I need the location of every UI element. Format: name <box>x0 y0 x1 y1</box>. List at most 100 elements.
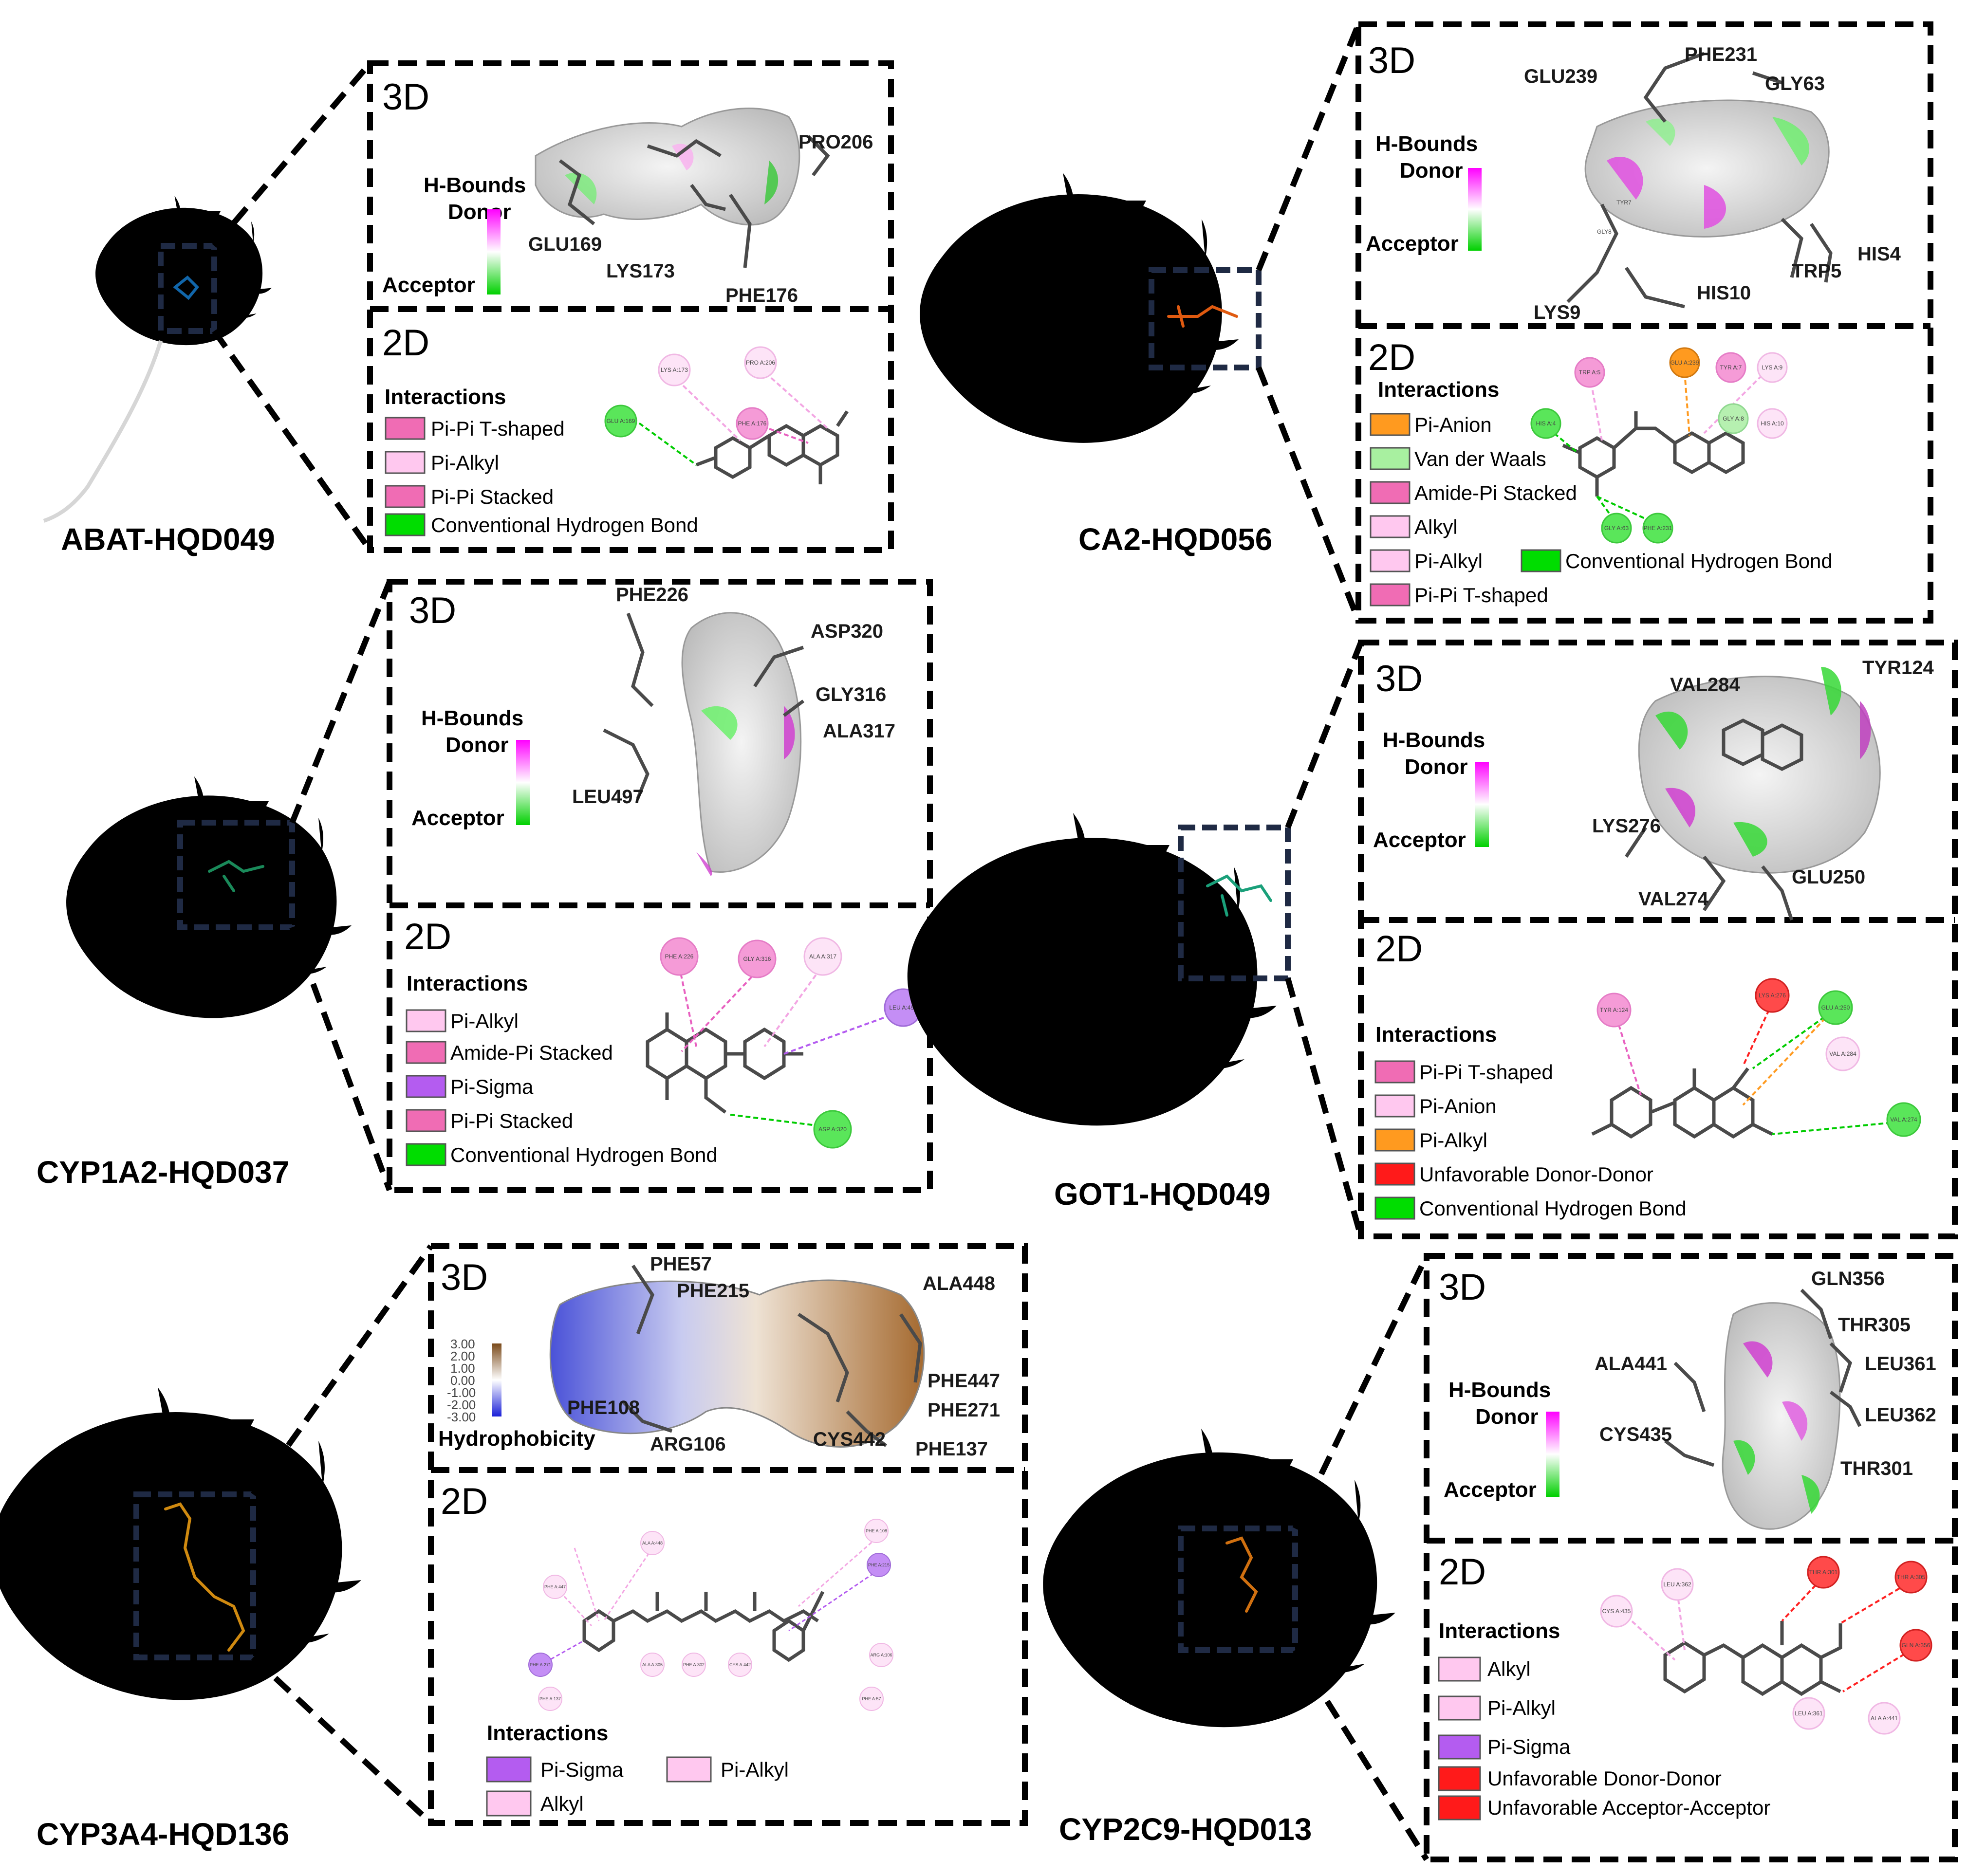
legend-swatch <box>1438 1734 1481 1760</box>
hbond-legend-donor: Donor <box>445 733 509 757</box>
protein-ribbon-cyp2c9 <box>1043 1429 1395 1728</box>
interaction-legend-got1: Pi-Pi T-shaped Pi-Anion Pi-Alkyl Unfavor… <box>1374 1060 1687 1220</box>
legend-swatch <box>385 485 426 508</box>
surface-acceptor-patch <box>1646 118 1675 146</box>
hbond-gradient-bar <box>487 209 501 294</box>
ligand-cyp1a2 <box>208 860 264 892</box>
2d-diagram-cyp3a4: PHE A:108 ALA A:448 PHE A:447 PHE A:215 … <box>528 1519 893 1711</box>
residue-node-label: GLY A:8 <box>1723 415 1744 422</box>
residue-label: ALA441 <box>1595 1353 1667 1375</box>
interactions-title: Interactions <box>487 1721 608 1745</box>
residue-node-label: VAL A:274 <box>1890 1116 1917 1123</box>
legend-label: Conventional Hydrogen Bond <box>1419 1197 1687 1220</box>
hbond-gradient-bar <box>1475 762 1489 847</box>
legend-swatch <box>406 1041 446 1064</box>
residue-label-small: GLY8 <box>1597 228 1612 235</box>
residue-node <box>869 1643 893 1667</box>
panel-cyp3a4: 3D 2D CYP3A4-HQD136 PHE57 PHE215 ALA448 … <box>0 1243 1028 1852</box>
residue-label: PHE226 <box>616 584 688 606</box>
residue-node-label: PHE A:108 <box>866 1528 887 1533</box>
frame-got1 <box>1358 640 1958 1239</box>
hbond-legend-acceptor: Acceptor <box>1366 232 1459 256</box>
surface-donor-patch <box>784 706 795 759</box>
interaction-line <box>1676 1591 1686 1651</box>
interaction-line <box>1781 1579 1822 1622</box>
residue-label: TRP5 <box>1792 260 1841 282</box>
legend-swatch <box>1370 515 1411 538</box>
interaction-legend-cyp1a2: Pi-Alkyl Amide-Pi Stacked Pi-Sigma Pi-Pi… <box>406 1009 718 1166</box>
residue-node <box>1669 347 1700 378</box>
hydrophobicity-scale: 3.00 2.00 1.00 0.00 -1.00 -2.00 -3.00 <box>447 1337 476 1424</box>
hbond-legend-acceptor: Acceptor <box>1444 1478 1537 1502</box>
residue-sticks-cyp2c9 <box>1664 1288 1862 1467</box>
hydrophobicity-gradient-bar <box>492 1343 501 1416</box>
interaction-line <box>671 374 741 441</box>
residue-node <box>1596 993 1632 1028</box>
interaction-line <box>574 1547 600 1621</box>
legend-label: Pi-Alkyl <box>1414 550 1483 572</box>
legend-label: Pi-Alkyl <box>1487 1696 1556 1719</box>
connector-got1-bottom <box>1285 977 1364 1237</box>
residue-node <box>813 1110 852 1149</box>
residue-label: HIS4 <box>1857 243 1901 265</box>
label-2d-cyp3a4: 2D <box>441 1481 488 1522</box>
connector-abat-top <box>212 61 372 248</box>
zoom-box-ca2 <box>1149 267 1262 370</box>
ligand-ca2 <box>1167 305 1238 328</box>
hbond-line <box>632 418 697 466</box>
residue-node <box>658 353 691 386</box>
hbond-legend-acceptor: Acceptor <box>411 806 504 830</box>
legend-label: Pi-Alkyl <box>431 451 499 474</box>
residue-node <box>1715 352 1746 383</box>
label-3d-got1: 3D <box>1375 658 1423 699</box>
residue-node-label: LYS A:173 <box>661 367 688 373</box>
connector-cyp1a2-bottom <box>289 926 392 1192</box>
interaction-legend-cyp3a4: Pi-Sigma Pi-Alkyl Alkyl <box>486 1756 789 1817</box>
panel-abat: 3D 2D ABAT-HQD049 GLU169 LYS173 PHE176 P… <box>43 60 894 557</box>
hbond-legend-acceptor: Acceptor <box>382 273 475 297</box>
hbond-line <box>1772 1121 1899 1135</box>
legend-label: Alkyl <box>1414 515 1458 538</box>
residue-node-label: LEU A:497 <box>889 1004 917 1011</box>
residue-node-label: PHE A:57 <box>862 1696 881 1701</box>
interaction-line <box>783 1012 899 1055</box>
interaction-line <box>1684 372 1690 436</box>
residue-node-label: HIS A:4 <box>1536 420 1556 427</box>
surface-acceptor-patch <box>565 172 597 204</box>
hydrophobic-surface-cyp3a4 <box>549 1279 925 1448</box>
surface-donor-patch <box>1782 1401 1808 1441</box>
residue-label: ALA448 <box>923 1273 995 1294</box>
residue-node <box>744 346 777 379</box>
complex-title-cyp2c9: CYP2C9-HQD013 <box>1059 1812 1312 1847</box>
interaction-line <box>788 1569 879 1632</box>
hbond-line <box>1596 496 1656 524</box>
ligand-cyp3a4 <box>164 1502 245 1652</box>
legend-label: Conventional Hydrogen Bond <box>431 514 698 536</box>
zoom-box-got1 <box>1178 825 1291 981</box>
residue-node-label: LEU A:361 <box>1795 1710 1823 1717</box>
ligand-abat <box>173 275 200 300</box>
legend-swatch <box>1370 583 1411 607</box>
2d-diagram-cyp1a2: PHE A:226 GLY A:316 ALA A:317 LEU A:497 … <box>646 937 923 1149</box>
residue-node-label: CYS A:435 <box>1602 1608 1631 1615</box>
residue-node-label: PHE A:447 <box>544 1584 566 1589</box>
legend-label: Pi-Pi T-shaped <box>1414 584 1548 607</box>
residue-node <box>640 1653 665 1677</box>
residue-node <box>538 1687 562 1711</box>
2d-diagram-ca2: TRP A:5 GLU A:239 TYR A:7 LYS A:9 HIS A:… <box>1530 347 1788 544</box>
residue-label: GLY316 <box>816 684 886 705</box>
legend-swatch <box>406 1143 446 1166</box>
residue-label: PHE176 <box>725 285 798 306</box>
legend-swatch <box>385 451 426 474</box>
residue-label: TYR124 <box>1862 657 1934 679</box>
residue-label: PHE447 <box>928 1370 1000 1392</box>
panel-ca2: 3D 2D CA2-HQD056 GLU239 PHE231 GLY63 HIS… <box>920 21 1933 624</box>
residue-label: LEU497 <box>572 786 644 808</box>
residue-label: GLU169 <box>528 234 602 255</box>
residue-label: PHE271 <box>928 1399 1000 1421</box>
residue-label: GLU239 <box>1524 66 1597 87</box>
label-3d-abat: 3D <box>382 76 429 118</box>
connector-got1-top <box>1285 641 1364 829</box>
residue-node-label: GLU A:250 <box>1821 1004 1850 1011</box>
residue-node-label: PHE A:302 <box>683 1662 705 1667</box>
